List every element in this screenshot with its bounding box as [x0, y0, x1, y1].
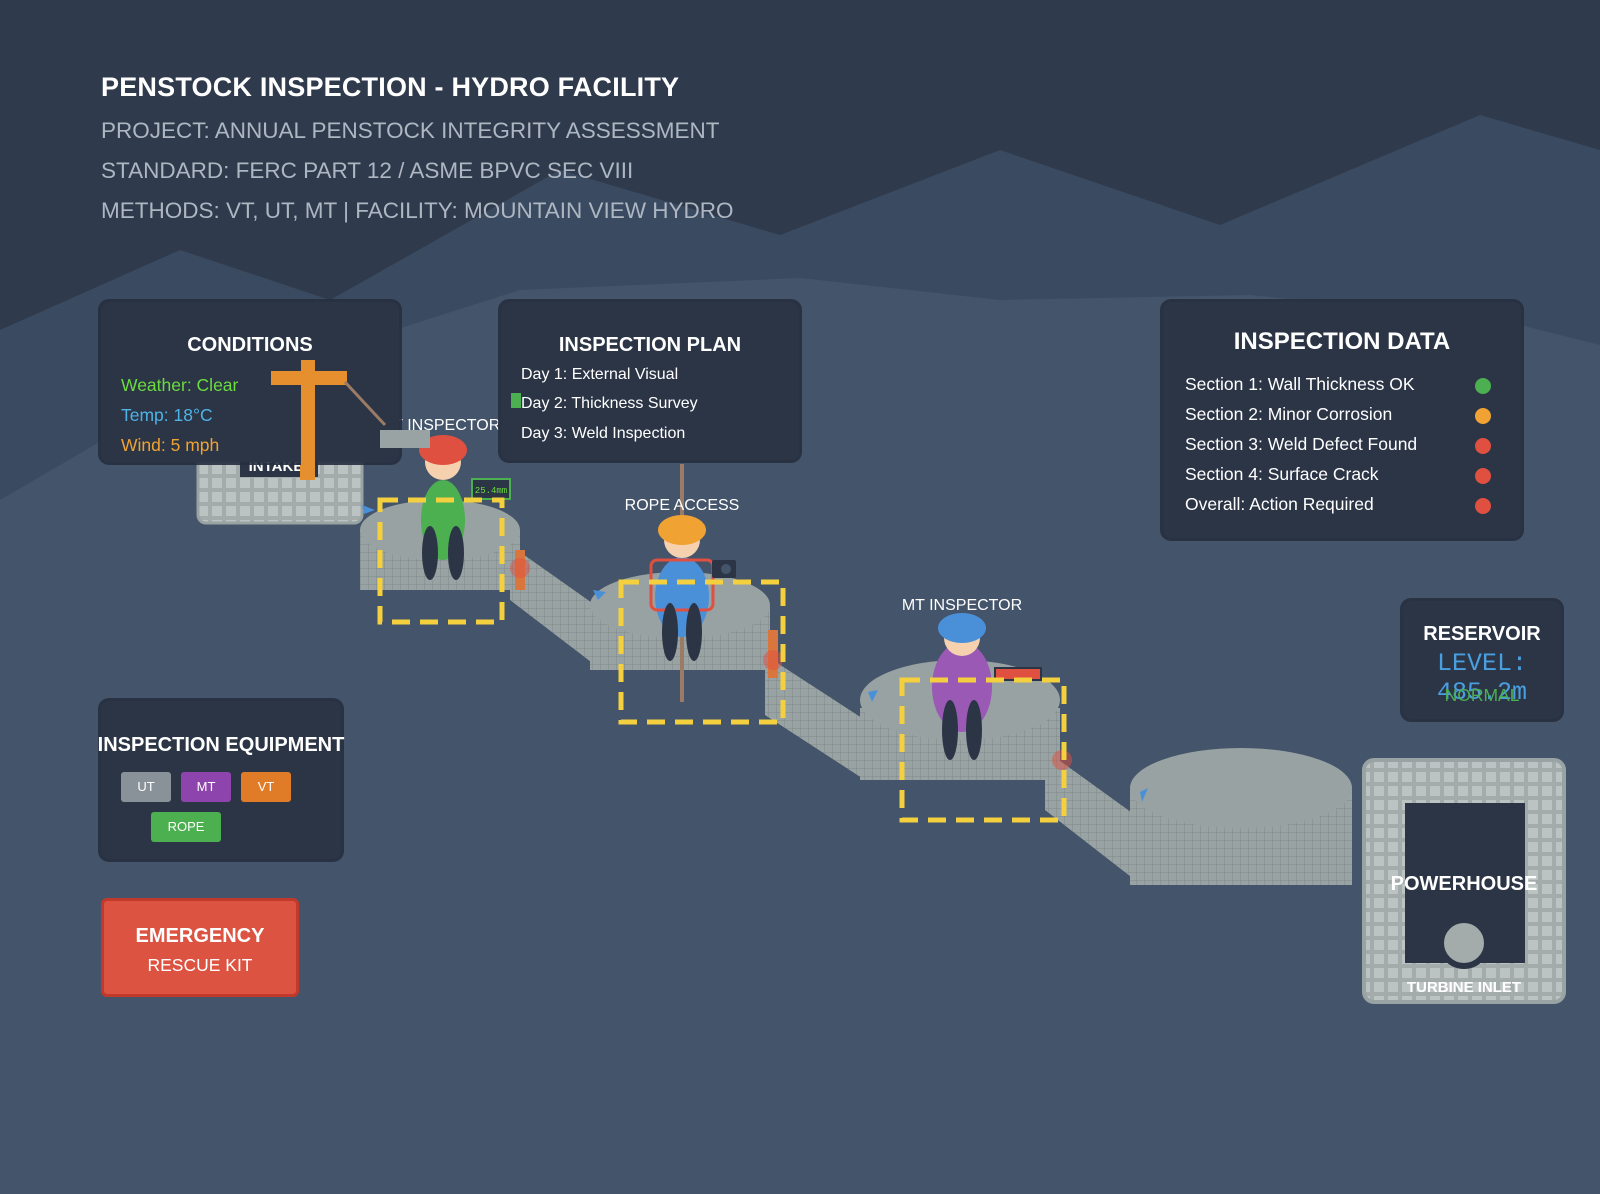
status-dot-4: [1475, 468, 1491, 484]
data-section-1: Section 1: Wall Thickness OK: [1185, 374, 1415, 394]
inspection-data-panel: INSPECTION DATA Section 1: Wall Thicknes…: [1163, 302, 1521, 538]
plan-day-3: Day 3: Weld Inspection: [521, 425, 686, 442]
turbine-inlet-icon: [1438, 917, 1490, 969]
penstock-section-1: [360, 500, 520, 590]
data-section-3: Section 3: Weld Defect Found: [1185, 434, 1418, 454]
status-dot-3: [1475, 438, 1491, 454]
reservoir-level: LEVEL: 485.2m: [1436, 649, 1527, 707]
intake-label: INTAKE: [249, 458, 304, 475]
inspection-plan-panel: INSPECTION PLAN Day 1: External Visual D…: [501, 302, 799, 460]
rope-access-inspector: ROPE ACCESS: [625, 497, 740, 661]
project-line: PROJECT: ANNUAL PENSTOCK INTEGRITY ASSES…: [101, 118, 720, 143]
penstock-connector-3: [1045, 750, 1135, 880]
plan-day-2: Day 2: Thickness Survey: [521, 395, 698, 412]
emergency-title: EMERGENCY: [135, 925, 265, 947]
ut-inspector-label: UT INSPECTOR: [382, 417, 501, 434]
ut-gauge-reading: 25.4mm: [475, 486, 507, 496]
flow-arrow-icons: [362, 505, 1148, 802]
intake-structure: INTAKE: [196, 453, 364, 525]
temp-text: Temp: 18°C: [121, 405, 213, 425]
weather-text: Weather: Clear: [121, 375, 239, 395]
data-overall: Overall: Action Required: [1185, 494, 1374, 514]
powerhouse-label: POWERHOUSE: [1391, 873, 1538, 895]
penstock-connector-1: [510, 545, 595, 665]
ground: [0, 560, 1600, 1194]
inspection-zone-3: [899, 677, 1067, 823]
wind-text: Wind: 5 mph: [121, 435, 220, 455]
rope-equipment-button[interactable]: ROPE: [151, 812, 221, 842]
inspection-data-title: INSPECTION DATA: [1233, 328, 1451, 355]
ut-equipment-button[interactable]: UT: [121, 772, 171, 802]
vt-equipment-button[interactable]: VT: [241, 772, 291, 802]
turbine-inlet-label: TURBINE INLET: [1407, 979, 1521, 996]
standard-line: STANDARD: FERC PART 12 / ASME BPVC SEC V…: [101, 158, 634, 183]
conditions-panel: CONDITIONS Weather: Clear Temp: 18°C Win…: [101, 302, 399, 462]
methods-line: METHODS: VT, UT, MT | FACILITY: MOUNTAIN…: [101, 198, 734, 223]
mt-inspector: MT INSPECTOR: [902, 597, 1042, 760]
inspection-zones: [377, 497, 1067, 823]
reservoir-panel: RESERVOIR LEVEL: 485.2m NORMAL: [1403, 601, 1561, 719]
status-dot-overall: [1475, 498, 1491, 514]
equipment-title: INSPECTION EQUIPMENT: [97, 734, 345, 756]
status-dot-1: [1475, 378, 1491, 394]
reservoir-title: RESERVOIR: [1423, 623, 1541, 645]
inspection-equipment-panel: INSPECTION EQUIPMENT UT MT VT ROPE: [98, 701, 344, 859]
status-dot-2: [1475, 408, 1491, 424]
ut-inspector: 25.4mm UT INSPECTOR: [382, 417, 511, 580]
mt-equipment-button[interactable]: MT: [181, 772, 231, 802]
mt-inspector-label: MT INSPECTOR: [902, 597, 1022, 614]
rope-access-label: ROPE ACCESS: [625, 497, 740, 514]
page-title: PENSTOCK INSPECTION - HYDRO FACILITY: [101, 72, 680, 102]
conditions-title: CONDITIONS: [187, 334, 313, 356]
reservoir-status: NORMAL: [1444, 685, 1520, 705]
penstock-connector-2: [765, 655, 865, 780]
current-day-marker: [511, 393, 521, 408]
powerhouse-building: POWERHOUSE TURBINE INLET: [1362, 758, 1566, 1004]
plan-title: INSPECTION PLAN: [558, 334, 742, 356]
data-section-2: Section 2: Minor Corrosion: [1185, 404, 1393, 424]
plan-day-1: Day 1: External Visual: [521, 366, 679, 383]
emergency-subtitle: RESCUE KIT: [147, 955, 253, 975]
inspection-zone-1: [377, 497, 505, 625]
data-section-4: Section 4: Surface Crack: [1185, 464, 1379, 484]
inspection-zone-2: [618, 579, 786, 725]
penstock-section-4: [1130, 748, 1352, 885]
emergency-rescue-kit-button[interactable]: EMERGENCY RESCUE KIT: [101, 898, 299, 997]
